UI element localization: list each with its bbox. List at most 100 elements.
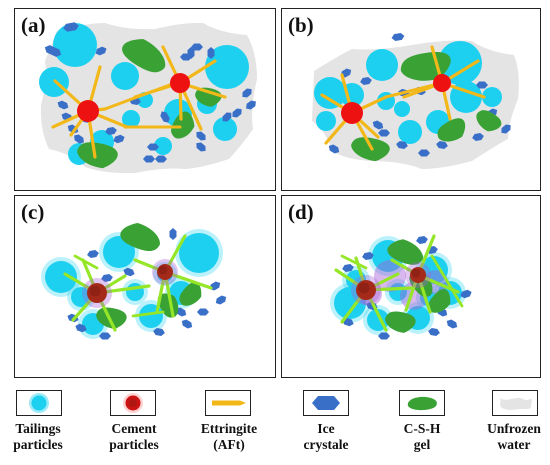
ice-crystal — [328, 144, 340, 154]
ice-crystal — [501, 124, 511, 134]
ice-crystal — [57, 100, 69, 110]
csh-gel — [428, 289, 451, 313]
tailings-particle — [111, 62, 139, 90]
ice-crystal — [436, 141, 448, 149]
csh-gel — [122, 39, 166, 73]
ice-crystal — [143, 155, 155, 163]
ettringite-needle-icon — [212, 400, 246, 406]
csh-gel — [437, 118, 466, 142]
ice-crystal — [63, 22, 79, 32]
ice-crystal — [418, 149, 430, 157]
tailings-particle — [71, 287, 91, 307]
tailings-particle — [154, 137, 172, 155]
csh-gel — [179, 282, 202, 306]
ice-crystal — [99, 332, 111, 340]
panel-c-diagram — [41, 222, 227, 340]
panel-c: (c) — [14, 195, 276, 378]
cement-particle-core — [411, 268, 421, 278]
ettringite-needle — [430, 254, 464, 308]
ice-crystal — [101, 274, 113, 282]
ice-crystal — [391, 32, 405, 42]
csh-gel — [476, 110, 502, 132]
tailings-particle — [53, 23, 97, 67]
ice-crystal — [160, 111, 170, 123]
tailings-particle — [314, 77, 346, 109]
ice-crystal — [74, 134, 84, 144]
legend-cement-box — [110, 390, 156, 416]
ice-crystal — [123, 267, 135, 277]
ice-crystal — [44, 45, 62, 57]
legend-water-box — [492, 390, 538, 416]
tailings-particle-icon — [29, 393, 49, 413]
ice-crystal — [196, 142, 206, 152]
ice-crystal — [181, 319, 193, 329]
ice-crystal — [222, 112, 232, 122]
ice-crystal — [372, 120, 384, 130]
ice-crystal — [75, 323, 87, 333]
ice-crystal — [476, 81, 488, 89]
panel-b-label: (b) — [288, 13, 314, 37]
unfrozen-water-icon — [500, 397, 532, 410]
cement-particle-core — [89, 285, 101, 297]
legend-cement-label: Cement particles — [109, 421, 159, 452]
csh-gel-icon — [407, 396, 437, 411]
ice-crystal — [342, 264, 354, 272]
csh-gel — [385, 311, 416, 333]
legend-csh-label: C-S-H gel — [403, 421, 441, 452]
panel-b-diagram — [312, 32, 519, 169]
legend-water-label: Unfrozen water — [487, 421, 541, 452]
cement-particle — [433, 74, 451, 92]
ice-crystal-icon — [312, 396, 340, 410]
ice-crystal — [196, 131, 206, 141]
tailings-particle — [45, 261, 77, 293]
ice-crystal — [197, 308, 209, 316]
csh-gel — [120, 222, 160, 252]
ice-crystal — [153, 328, 165, 336]
cement-particle-core — [358, 282, 370, 294]
legend-ettringite-label: Ettringite (AFt) — [200, 421, 258, 452]
ice-crystal — [472, 133, 484, 141]
tailings-particle — [213, 117, 237, 141]
panel-d-diagram — [330, 234, 472, 340]
hydration-zone — [374, 260, 406, 292]
ice-crystal — [362, 252, 374, 260]
ice-crystal — [209, 281, 221, 291]
panel-a: (a) — [14, 8, 276, 191]
tailings-particle — [482, 87, 502, 107]
ice-crystal — [360, 77, 372, 85]
ettringite-needle — [103, 81, 177, 111]
cement-particle — [170, 73, 190, 93]
legend-ice-label: Ice crystale — [303, 421, 349, 452]
ettringite-needle — [384, 81, 444, 99]
legend-ice-box — [303, 390, 349, 416]
ettringite-needle — [131, 310, 165, 318]
ice-crystal — [113, 134, 125, 144]
tailings-particle — [316, 111, 336, 131]
ice-crystal — [378, 129, 390, 137]
tailings-particle — [398, 120, 422, 144]
ice-crystal — [95, 46, 107, 56]
ettringite-needle — [340, 254, 368, 270]
ettringite-needle — [163, 270, 213, 290]
csh-gel — [387, 239, 423, 265]
ice-crystal — [105, 127, 117, 135]
csh-gel — [96, 307, 127, 329]
tailings-particle — [122, 110, 140, 128]
ice-crystal — [242, 88, 252, 98]
ice-crystal — [175, 307, 187, 317]
legend-ettringite-box — [205, 390, 251, 416]
tailings-particle — [366, 49, 398, 81]
ice-crystal — [191, 43, 203, 51]
tailings-particle — [394, 101, 410, 117]
ice-crystal — [416, 236, 428, 244]
ice-crystal — [187, 47, 195, 59]
legend-tailings-label: Tailings particles — [13, 421, 63, 452]
panel-c-label: (c) — [21, 200, 45, 224]
ice-crystal — [428, 328, 440, 336]
ice-crystal — [246, 100, 256, 110]
panel-a-label: (a) — [21, 13, 46, 37]
tailings-particle — [179, 233, 219, 273]
ice-crystal — [396, 141, 408, 149]
legend-tailings-box — [16, 390, 62, 416]
